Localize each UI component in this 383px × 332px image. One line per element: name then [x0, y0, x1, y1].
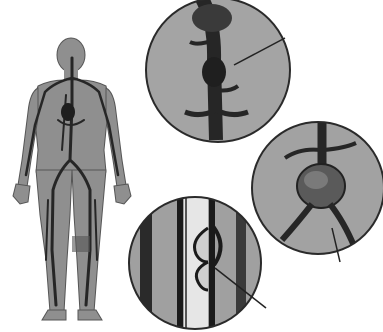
- heart: [61, 103, 75, 121]
- panel-vessel-swelling: [146, 0, 291, 142]
- human-figure: [13, 38, 131, 320]
- leg-highlight: [72, 236, 90, 252]
- right-arm: [106, 88, 126, 187]
- left-foot: [42, 310, 66, 320]
- panel-aortic-aneurysm: [250, 118, 383, 262]
- left-hand: [13, 184, 30, 204]
- left-arm: [18, 88, 38, 187]
- panel-vein-valve: [128, 196, 266, 330]
- right-hand: [114, 184, 131, 204]
- right-foot: [78, 310, 102, 320]
